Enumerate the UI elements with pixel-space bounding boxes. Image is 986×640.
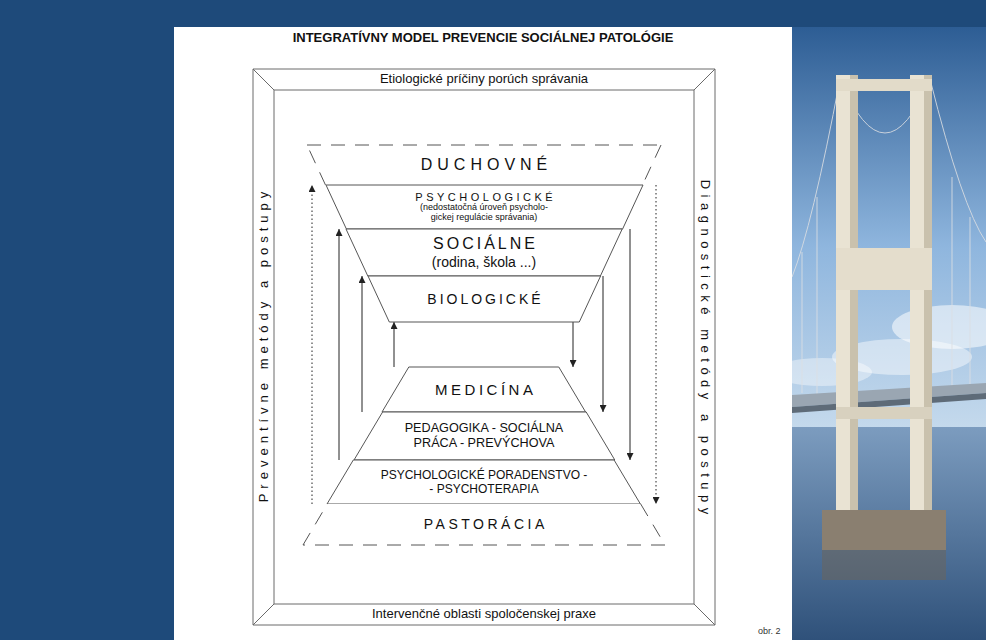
band-edge (368, 276, 389, 322)
relation-arrow (630, 229, 631, 460)
band-edge (346, 229, 622, 230)
level-title: PSYCHOLOGICKÉ PORADENSTVO - - PSYCHOTERA… (378, 468, 589, 497)
band-edge (382, 412, 586, 413)
level-band: PSYCHOLOGICKÉ(nedostatočná úroveň psycho… (326, 185, 643, 229)
band-edge (382, 412, 586, 413)
band-edge (326, 185, 346, 229)
band-edge (559, 367, 586, 412)
level-band: PEDAGOGIKA - SOCIÁLNA PRÁCA - PREVÝCHOVA (354, 412, 615, 460)
frame-panel: Preventívne metódy a postupy (253, 69, 274, 625)
relation-arrow (339, 229, 340, 460)
level-note: (rodina, škola ...) (432, 254, 536, 270)
band-edge (579, 276, 600, 322)
level-band: PASTORÁCIA (303, 504, 665, 545)
band-edge (354, 412, 383, 460)
bridge-photo (792, 27, 986, 640)
frame-bevel (253, 69, 274, 625)
band-edge (641, 504, 665, 545)
band-edge (368, 276, 601, 277)
level-title: SOCIÁLNE (430, 235, 538, 253)
band-edge (614, 460, 640, 504)
band-fill (303, 504, 665, 545)
level-title: PSYCHOLOGICKÉ (412, 191, 556, 204)
level-band: DUCHOVNÉ (307, 145, 661, 185)
relation-arrow (656, 185, 657, 504)
band-fill (382, 367, 586, 412)
side-caption: Diagnostické metódy a postupy (697, 174, 712, 520)
frame-bevel (253, 604, 715, 625)
frame-bevel (253, 69, 715, 90)
band-edge (303, 504, 327, 545)
relation-arrow (603, 276, 604, 412)
level-band: BIOLOGICKÉ (368, 276, 601, 322)
band-edge (600, 229, 622, 276)
band-edge (346, 229, 368, 276)
band-edge (354, 460, 615, 461)
level-title: PEDAGOGIKA - SOCIÁLNA PRÁCA - PREVÝCHOVA (386, 421, 581, 450)
band-edge (643, 145, 662, 185)
band-edge (409, 367, 559, 368)
frame-panel: Diagnostické metódy a postupy (694, 69, 715, 625)
level-title: PASTORÁCIA (420, 516, 547, 532)
side-caption: Preventívne metódy a postupy (256, 187, 271, 508)
band-edge (327, 460, 353, 504)
band-edge (622, 185, 642, 229)
diagram-title: INTEGRATÍVNY MODEL PREVENCIE SOCIÁLNEJ P… (174, 30, 792, 45)
band-fill (346, 229, 622, 276)
band-edge (586, 412, 615, 460)
level-band: PSYCHOLOGICKÉ PORADENSTVO - - PSYCHOTERA… (327, 460, 640, 504)
band-edge (368, 276, 601, 277)
band-edge (307, 145, 326, 185)
frame-panel: Etiologické príčiny porúch správania (253, 69, 715, 90)
relation-arrow (573, 322, 574, 367)
relation-arrow (312, 185, 313, 504)
band-edge (346, 229, 622, 230)
band-fill (327, 460, 640, 504)
level-band: MEDICÍNA (382, 367, 586, 412)
level-band: SOCIÁLNE(rodina, škola ...) (346, 229, 622, 276)
relation-arrow (362, 276, 363, 412)
band-edge (382, 367, 409, 412)
frame-bevel (694, 69, 715, 625)
level-title: BIOLOGICKÉ (424, 291, 543, 307)
band-fill (368, 276, 601, 322)
band-edge (389, 322, 579, 323)
band-fill (326, 185, 643, 229)
relation-arrow (394, 322, 395, 367)
frame-caption: Intervenčné oblasti spoločenskej praxe (372, 607, 596, 622)
band-edge (354, 460, 615, 461)
band-fill (307, 145, 661, 185)
band-fill (354, 412, 615, 460)
level-title: MEDICÍNA (432, 381, 537, 398)
band-edge (326, 185, 643, 186)
figure-number: obr. 2 (758, 626, 781, 636)
band-edge (303, 545, 665, 546)
frame-panel: Intervenčné oblasti spoločenskej praxe (253, 604, 715, 625)
band-edge (307, 145, 661, 146)
frame-caption: Etiologické príčiny porúch správania (380, 72, 588, 87)
level-title: DUCHOVNÉ (416, 156, 553, 174)
level-note: (nedostatočná úroveň psycholo- gickej re… (409, 203, 559, 223)
